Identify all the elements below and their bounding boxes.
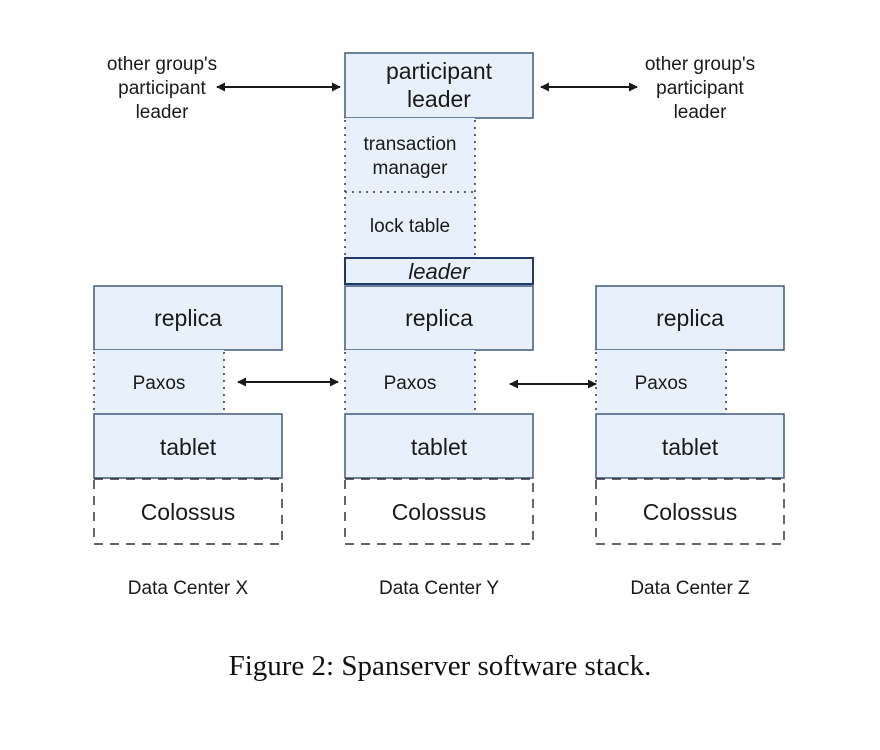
caption-prefix: Figure 2: xyxy=(228,650,335,682)
data-center-y: replica Paxos tablet Colossus Data Cente… xyxy=(344,285,534,599)
lock-table-label: lock table xyxy=(370,216,450,237)
replica-box xyxy=(93,285,283,351)
paxos-region xyxy=(596,350,726,414)
figure-caption: Figure 2: Spanserver software stack. xyxy=(0,650,880,683)
tablet-box xyxy=(93,413,283,479)
replica-label: replica xyxy=(154,305,222,331)
data-center-z: replica Paxos tablet Colossus Data Cente… xyxy=(595,285,785,599)
data-center-label: Data Center Y xyxy=(379,578,499,599)
other-group-left-line2: participant xyxy=(118,78,206,99)
other-group-left-line3: leader xyxy=(136,102,189,123)
paxos-label: Paxos xyxy=(635,373,688,394)
tablet-label: tablet xyxy=(662,434,719,460)
transaction-manager-line1: transaction xyxy=(364,134,457,155)
data-center-label: Data Center X xyxy=(128,578,249,599)
spanserver-diagram: participant leader transaction manager l… xyxy=(93,52,785,599)
tablet-label: tablet xyxy=(160,434,217,460)
other-group-right-line2: participant xyxy=(656,78,744,99)
transaction-manager-region xyxy=(345,118,475,258)
other-group-right-line3: leader xyxy=(674,102,727,123)
other-group-right-line1: other group's xyxy=(645,54,755,75)
other-group-left-line1: other group's xyxy=(107,54,217,75)
data-center-x: replica Paxos tablet Colossus Data Cente… xyxy=(93,285,283,599)
participant-leader-line2: leader xyxy=(407,86,471,112)
replica-label: replica xyxy=(405,305,473,331)
leader-box xyxy=(344,257,534,285)
replica-box xyxy=(595,285,785,351)
colossus-label: Colossus xyxy=(141,499,236,525)
transaction-manager-line2: manager xyxy=(373,158,449,179)
tablet-box xyxy=(595,413,785,479)
data-center-label: Data Center Z xyxy=(630,578,750,599)
paxos-label: Paxos xyxy=(384,373,437,394)
replica-label: replica xyxy=(656,305,724,331)
caption-text: Spanserver software stack. xyxy=(341,650,652,682)
tablet-box xyxy=(344,413,534,479)
paxos-region xyxy=(345,350,475,414)
colossus-label: Colossus xyxy=(643,499,738,525)
participant-leader-box xyxy=(344,52,534,119)
tablet-label: tablet xyxy=(411,434,468,460)
colossus-label: Colossus xyxy=(392,499,487,525)
participant-leader-line1: participant xyxy=(386,58,493,84)
paxos-region xyxy=(94,350,224,414)
paxos-label: Paxos xyxy=(133,373,186,394)
leader-label: leader xyxy=(408,259,471,284)
